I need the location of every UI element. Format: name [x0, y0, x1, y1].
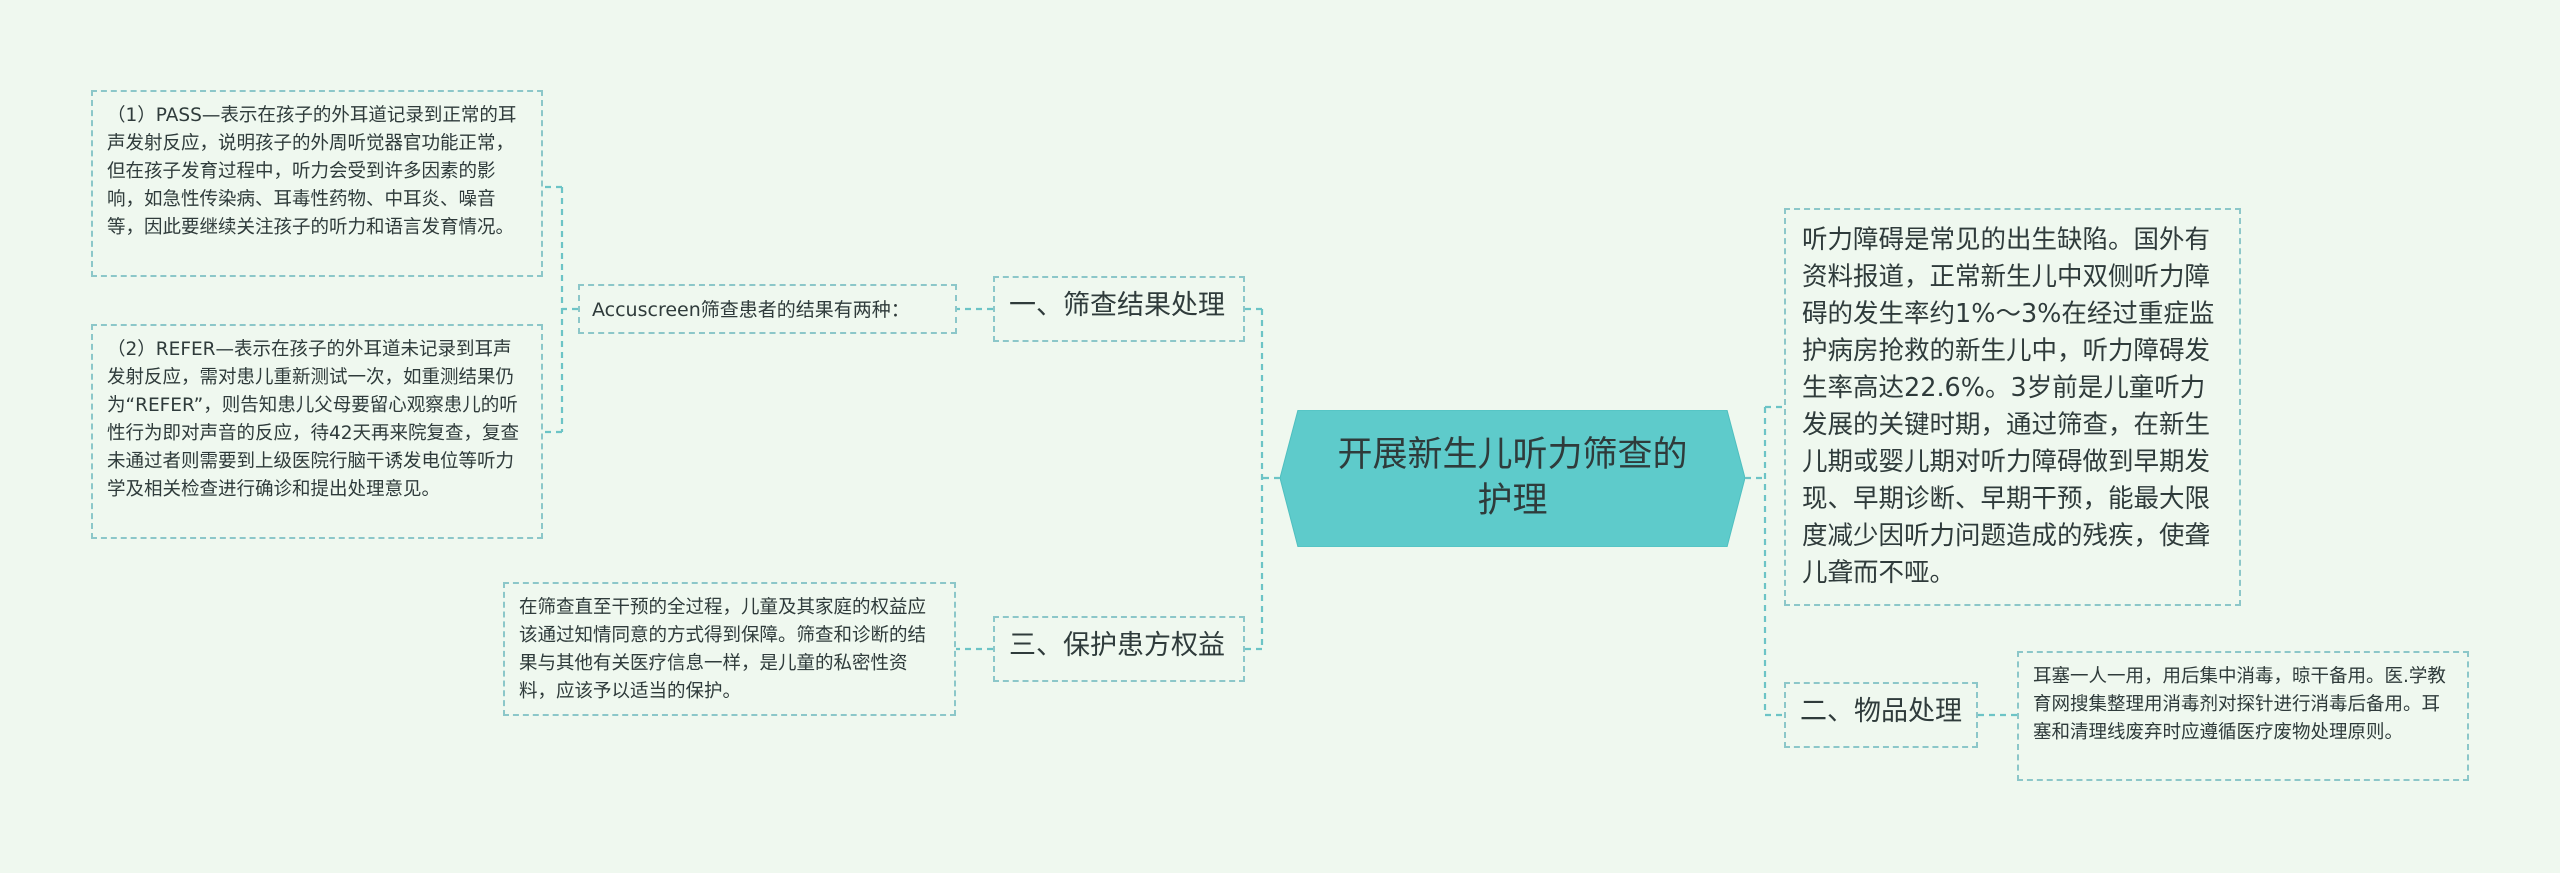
hearing-intro-text: 听力障碍是常见的出生缺陷。国外有资料报道，正常新生儿中双侧听力障碍的发生率约1%… — [1802, 225, 2215, 588]
hearing-intro-note[interactable]: 听力障碍是常见的出生缺陷。国外有资料报道，正常新生儿中双侧听力障碍的发生率约1%… — [1784, 208, 2241, 606]
connector-central-left — [1245, 307, 1280, 651]
branch-supplies-label: 二、物品处理 — [1800, 696, 1962, 727]
branch-screening-results[interactable]: 一、筛查结果处理 — [993, 276, 1245, 342]
central-topic[interactable]: 开展新生儿听力筛查的护理 — [1280, 410, 1745, 547]
connector-central-right — [1745, 405, 1784, 717]
branch-screening-results-label: 一、筛查结果处理 — [1009, 290, 1225, 321]
branch-patient-rights[interactable]: 三、保护患方权益 — [993, 616, 1245, 682]
result-pass-text: （1）PASS—表示在孩子的外耳道记录到正常的耳声发射反应，说明孩子的外周听觉器… — [107, 105, 517, 238]
result-refer-text: （2）REFER—表示在孩子的外耳道未记录到耳声发射反应，需对患儿重新测试一次，… — [107, 339, 520, 500]
screening-results-intro[interactable]: Accuscreen筛查患者的结果有两种： — [578, 284, 957, 334]
central-hexagon — [1280, 410, 1745, 547]
supplies-text: 耳塞一人一用，用后集中消毒，晾干备用。医.学教育网搜集整理用消毒剂对探针进行消毒… — [2033, 666, 2446, 743]
branch-patient-rights-label: 三、保护患方权益 — [1009, 630, 1225, 661]
patient-rights-text: 在筛查直至干预的全过程，儿童及其家庭的权益应该通过知情同意的方式得到保障。筛查和… — [519, 597, 927, 702]
patient-rights-detail[interactable]: 在筛查直至干预的全过程，儿童及其家庭的权益应该通过知情同意的方式得到保障。筛查和… — [503, 582, 956, 716]
central-title: 开展新生儿听力筛查的护理 — [1337, 435, 1688, 521]
supplies-detail[interactable]: 耳塞一人一用，用后集中消毒，晾干备用。医.学教育网搜集整理用消毒剂对探针进行消毒… — [2017, 651, 2469, 781]
branch-supplies[interactable]: 二、物品处理 — [1784, 682, 1978, 748]
screening-results-intro-text: Accuscreen筛查患者的结果有两种： — [592, 299, 910, 321]
connector-intro-items — [543, 185, 578, 434]
result-pass-note[interactable]: （1）PASS—表示在孩子的外耳道记录到正常的耳声发射反应，说明孩子的外周听觉器… — [91, 90, 543, 277]
result-refer-note[interactable]: （2）REFER—表示在孩子的外耳道未记录到耳声发射反应，需对患儿重新测试一次，… — [91, 324, 543, 539]
